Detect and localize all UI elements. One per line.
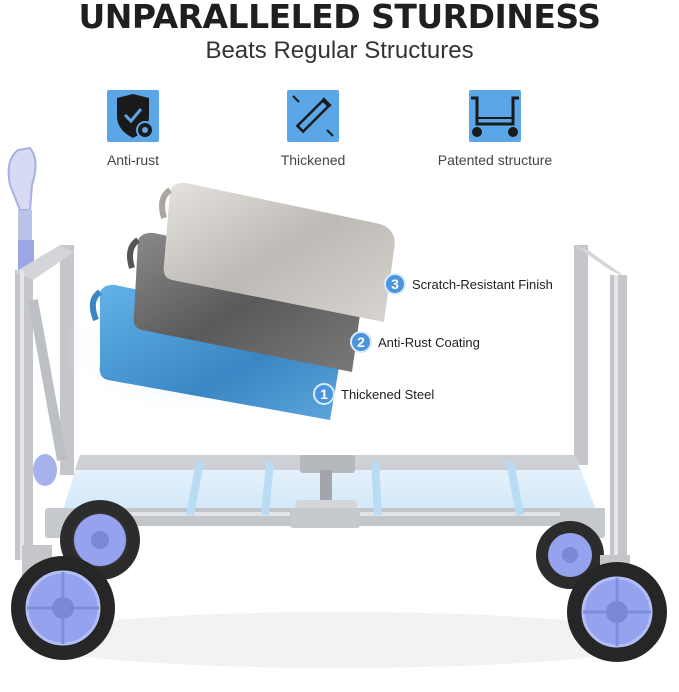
layer-label-1: 1 Thickened Steel [313, 383, 434, 405]
page-title: UNPARALLELED STURDINESS [78, 0, 601, 36]
layer-label-3: 3 Scratch-Resistant Finish [384, 273, 553, 295]
layer-sheets [60, 182, 395, 420]
feature-label: Anti-rust [106, 152, 160, 168]
layer-number-badge: 2 [350, 331, 372, 353]
layer-number-badge: 3 [384, 273, 406, 295]
layer-number-badge: 1 [313, 383, 335, 405]
feature-anti-rust: Anti-rust [53, 90, 213, 168]
front-right-wheel [567, 555, 667, 662]
layer-label-2: 2 Anti-Rust Coating [350, 331, 480, 353]
wagon-bed [33, 454, 605, 538]
feature-label: Patented structure [437, 152, 553, 168]
feature-patented-structure: Patented structure [415, 90, 575, 168]
layer-label-text: Anti-Rust Coating [378, 334, 480, 350]
steel-tube-icon [287, 90, 339, 142]
wagon-frame-icon [469, 90, 521, 142]
layer-label-text: Scratch-Resistant Finish [412, 276, 553, 292]
front-left-wheel [11, 545, 115, 660]
feature-label: Thickened [280, 152, 346, 168]
layer-label-text: Thickened Steel [341, 386, 435, 402]
handle [7, 146, 37, 270]
right-side-frame [574, 245, 627, 575]
left-side-frame [15, 245, 74, 560]
page-subtitle: Beats Regular Structures [205, 37, 474, 64]
feature-thickened: Thickened [233, 90, 393, 168]
shield-gear-icon [107, 90, 159, 142]
